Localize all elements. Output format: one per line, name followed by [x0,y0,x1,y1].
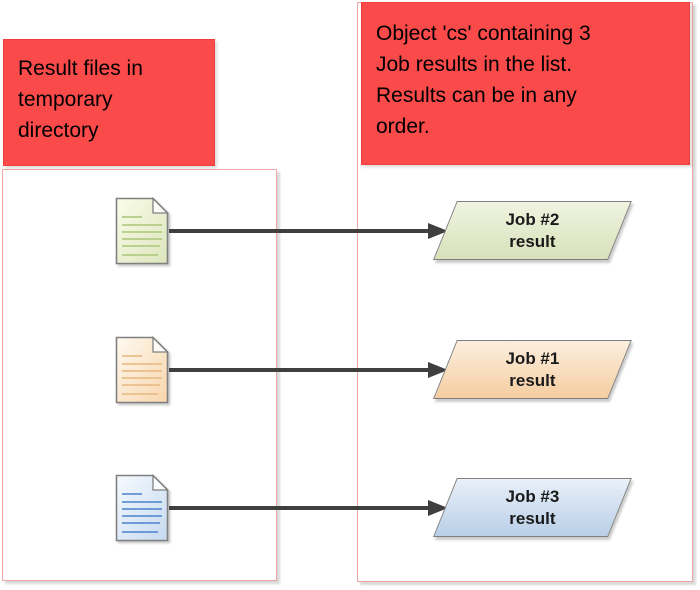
label-line: Result files in [18,57,143,80]
label-line: directory [18,119,99,142]
arrow-connector [169,229,430,233]
arrow-connector [169,368,430,372]
label-line: temporary [18,88,113,111]
job-result-subtitle: result [509,370,556,390]
arrow-connector [169,506,430,510]
label-line: order. [376,115,430,138]
job-result-subtitle: result [509,508,556,528]
job-result-title: Job #3 [505,486,560,506]
job-result-title: Job #1 [505,348,560,368]
job-result-shape: Job #3 result [433,478,632,537]
job-result-shape: Job #2 result [433,201,632,260]
temp-directory-label: Result files in temporary directory [3,39,215,166]
label-line: Object 'cs' containing 3 [376,22,591,45]
document-icon [115,196,170,265]
job-result-subtitle: result [509,231,556,251]
document-icon [115,335,170,404]
label-line: Job results in the list. [376,53,573,76]
job-result-title: Job #2 [505,209,560,229]
document-icon [115,473,170,542]
job-result-shape: Job #1 result [433,340,632,399]
label-line: Results can be in any [376,84,577,107]
cs-object-label: Object 'cs' containing 3 Job results in … [361,2,690,165]
